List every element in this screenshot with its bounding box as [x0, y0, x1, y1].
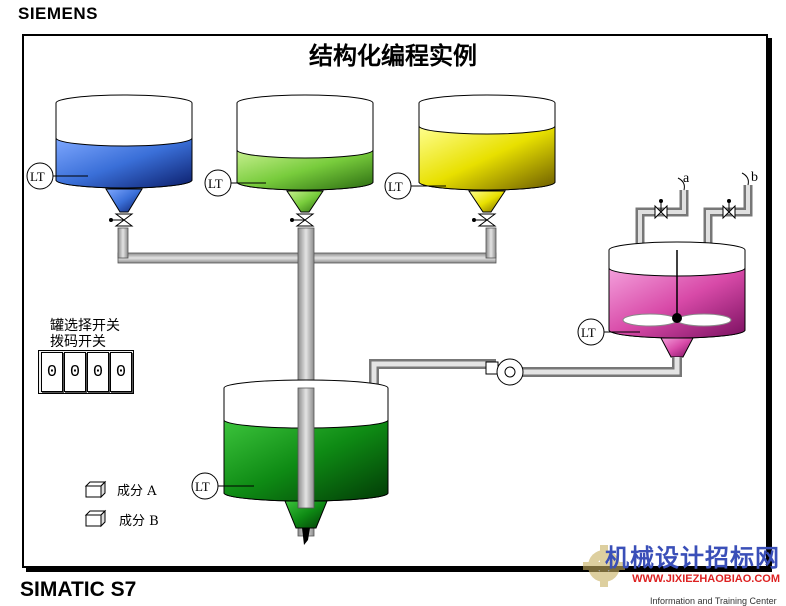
product-title: SIMATIC S7: [20, 578, 137, 601]
pipe-drop-c: [485, 227, 497, 259]
pipe-drop-a: [117, 227, 129, 259]
tank-a: [55, 94, 193, 213]
dip-digit-3[interactable]: 0: [87, 352, 109, 392]
watermark: 机械设计招标网 WWW.JIXIEZHAOBIAO.COM: [605, 538, 780, 585]
svg-text:LT: LT: [388, 179, 403, 194]
valve-b-label: b: [751, 170, 758, 185]
mixer-tank: [608, 241, 746, 358]
tank-b: [236, 94, 374, 213]
component-a-button: [84, 480, 107, 499]
watermark-title: 机械设计招标网: [605, 544, 780, 572]
level-sensor-tank-a: LT: [26, 162, 88, 190]
svg-text:LT: LT: [581, 325, 596, 340]
valve-tank-b: [290, 213, 315, 227]
level-sensor-tank-b: LT: [204, 169, 266, 197]
selector-title-1: 罐选择开关: [50, 318, 120, 334]
pump: [485, 358, 524, 386]
watermark-footer: Information and Training Center: [650, 596, 777, 606]
valve-tank-c: [472, 213, 497, 227]
svg-text:LT: LT: [30, 169, 45, 184]
agitator-blade-right: [676, 313, 732, 327]
level-sensor-mixer: LT: [577, 318, 640, 346]
level-sensor-main-tank: LT: [191, 472, 254, 500]
agitator-blade-left: [622, 313, 678, 327]
pipe-inlet-a: [635, 190, 689, 248]
svg-text:LT: LT: [208, 176, 223, 191]
pipe-inlet-b: [703, 185, 753, 248]
level-sensor-tank-c: LT: [384, 172, 446, 200]
dip-digit-4[interactable]: 0: [110, 352, 132, 392]
valve-a-label: a: [683, 171, 690, 186]
dip-digit-2[interactable]: 0: [64, 352, 86, 392]
dip-digit-1[interactable]: 0: [41, 352, 63, 392]
tank-c: [418, 94, 556, 213]
watermark-url: WWW.JIXIEZHAOBIAO.COM: [632, 573, 780, 585]
selector-title-2: 拨码开关: [50, 334, 106, 350]
component-a-label: 成分 A: [117, 484, 157, 499]
valve-a: [654, 199, 668, 220]
svg-text:LT: LT: [195, 479, 210, 494]
component-b-button: [84, 509, 107, 528]
valve-tank-a: [109, 213, 134, 227]
page-title: 结构化编程实例: [309, 42, 477, 70]
siemens-logo: SIEMENS: [18, 4, 99, 23]
component-b-label: 成分 B: [119, 514, 159, 529]
watermark-gear-icon: [583, 545, 625, 587]
valve-b: [722, 199, 736, 220]
